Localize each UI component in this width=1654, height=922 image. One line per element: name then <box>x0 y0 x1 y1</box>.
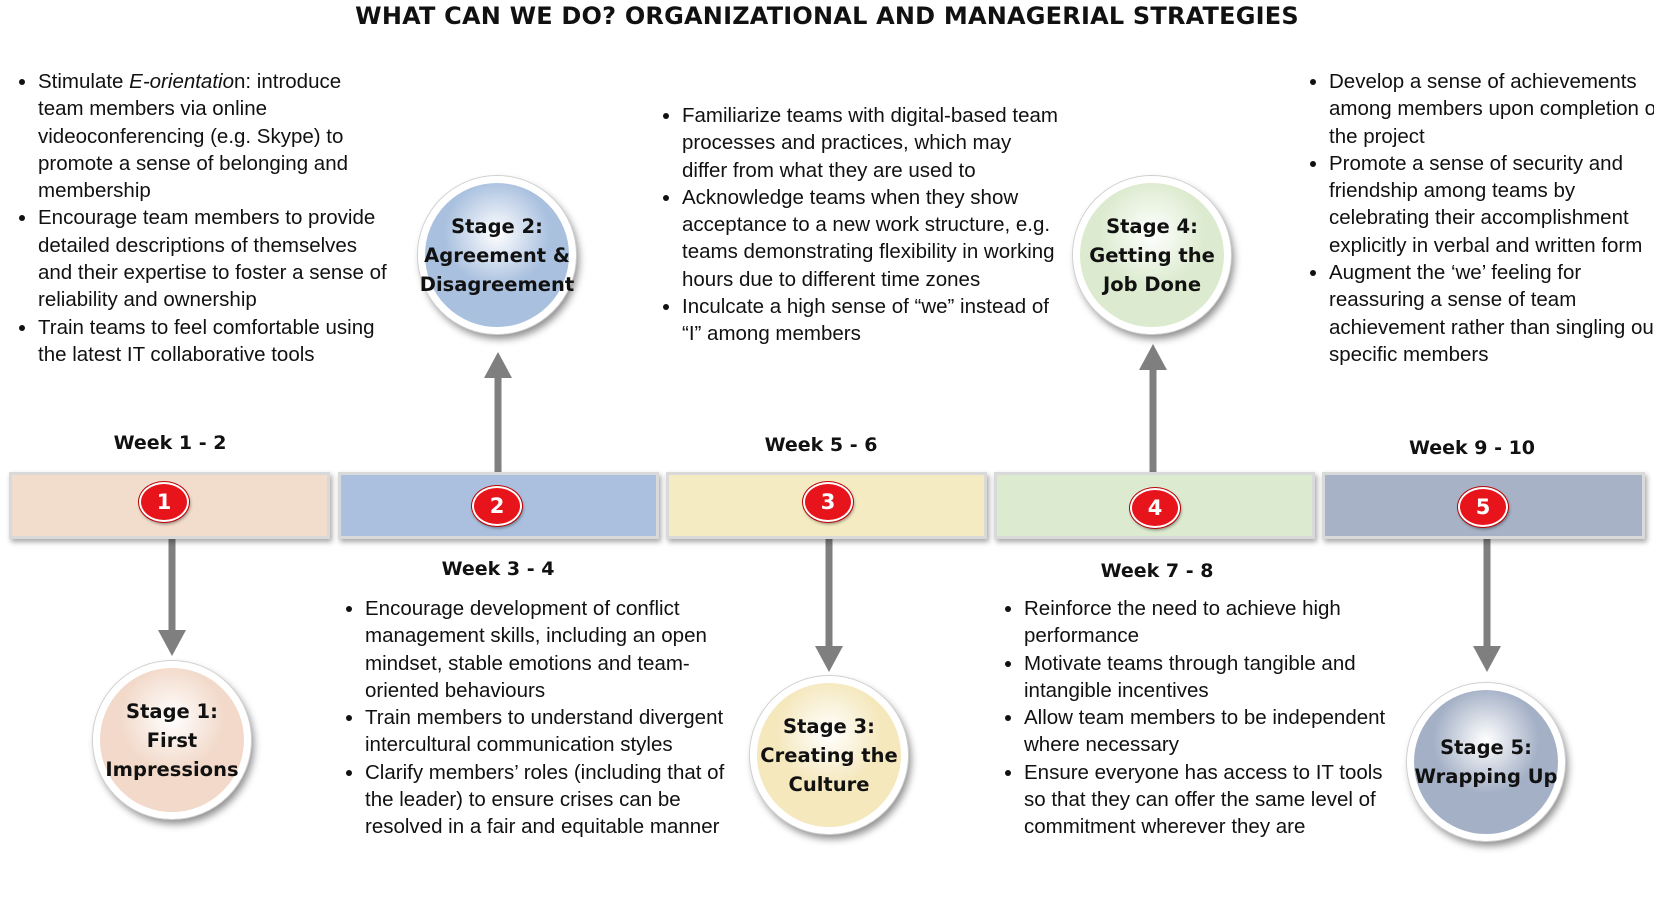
week-3-bullets: Encourage development of conflict manage… <box>341 595 725 841</box>
bullet-item: Clarify members’ roles (including that o… <box>365 759 725 841</box>
stage-1-line-1: Stage 1: <box>126 699 218 723</box>
step-badge-4: 4 <box>1130 488 1180 528</box>
week-7-bullets: Reinforce the need to achieve high perfo… <box>1000 595 1394 841</box>
stage-5-line-1: Stage 5: <box>1440 736 1532 759</box>
bullet-item: Reinforce the need to achieve high perfo… <box>1024 595 1394 650</box>
stage-3-line-3: Culture <box>788 772 870 796</box>
bullet-item: Augment the ‘we’ feeling for reassuring … <box>1329 259 1654 368</box>
week-5-bullets: Familiarize teams with digital-based tea… <box>658 102 1062 348</box>
diagram-title: WHAT CAN WE DO? ORGANIZATIONAL AND MANAG… <box>355 2 1299 30</box>
bullet-item: Ensure everyone has access to IT tools s… <box>1024 759 1394 841</box>
arrow-head-stage-5 <box>1473 646 1501 672</box>
bullet-item: Develop a sense of achievements among me… <box>1329 68 1654 150</box>
timeline-segment-5 <box>1322 472 1645 539</box>
stage-5-circle: Stage 5: Wrapping Up <box>1407 683 1565 841</box>
stage-1-line-2: First <box>146 728 198 752</box>
week-9-bullets: Develop a sense of achievements among me… <box>1305 68 1654 368</box>
stage-3-line-2: Creating the <box>760 743 898 767</box>
stage-2-line-3: Disagreement <box>419 272 575 296</box>
step-badge-3: 3 <box>803 482 853 522</box>
week-label-4: Week 7 - 8 <box>1100 560 1214 582</box>
stage-3-line-1: Stage 3: <box>783 714 875 738</box>
stage-4-line-3: Job Done <box>1102 272 1202 296</box>
week-label-2: Week 3 - 4 <box>441 558 555 580</box>
stage-5-line-2: Wrapping Up <box>1414 765 1558 788</box>
bullet-item: Train members to understand divergent in… <box>365 704 725 759</box>
bullet-item: Stimulate E-orientation: introduce team … <box>38 68 388 204</box>
week-label-5: Week 9 - 10 <box>1408 437 1536 459</box>
bullet-item: Encourage development of conflict manage… <box>365 595 725 704</box>
arrow-head-stage-1 <box>158 630 186 656</box>
arrow-head-stage-2 <box>484 352 512 378</box>
week-1-bullets: Stimulate E-orientation: introduce team … <box>14 68 388 368</box>
stage-2-line-1: Stage 2: <box>451 214 543 238</box>
week-label-3: Week 5 - 6 <box>764 434 878 456</box>
stage-4-line-2: Getting the <box>1089 243 1215 267</box>
step-badge-5: 5 <box>1458 487 1508 527</box>
bullet-item: Inculcate a high sense of “we” instead o… <box>682 293 1062 348</box>
week-label-1: Week 1 - 2 <box>113 432 227 454</box>
stage-1-line-3: Impressions <box>105 757 239 781</box>
step-badge-2: 2 <box>472 486 522 526</box>
bullet-item: Familiarize teams with digital-based tea… <box>682 102 1062 184</box>
stage-2-circle: Stage 2: Agreement & Disagreement <box>418 176 576 334</box>
bullet-item: Motivate teams through tangible and inta… <box>1024 650 1394 705</box>
bullet-item: Train teams to feel comfortable using th… <box>38 314 388 369</box>
step-badge-1: 1 <box>139 482 189 522</box>
bullet-item: Allow team members to be independent whe… <box>1024 704 1394 759</box>
arrow-head-stage-3 <box>815 646 843 672</box>
stage-4-line-1: Stage 4: <box>1106 214 1198 238</box>
bullet-item: Acknowledge teams when they show accepta… <box>682 184 1062 293</box>
bullet-item: Promote a sense of security and friendsh… <box>1329 150 1654 259</box>
stage-2-line-2: Agreement & <box>424 243 570 267</box>
arrow-head-stage-4 <box>1139 344 1167 370</box>
bullet-item: Encourage team members to provide detail… <box>38 204 388 313</box>
